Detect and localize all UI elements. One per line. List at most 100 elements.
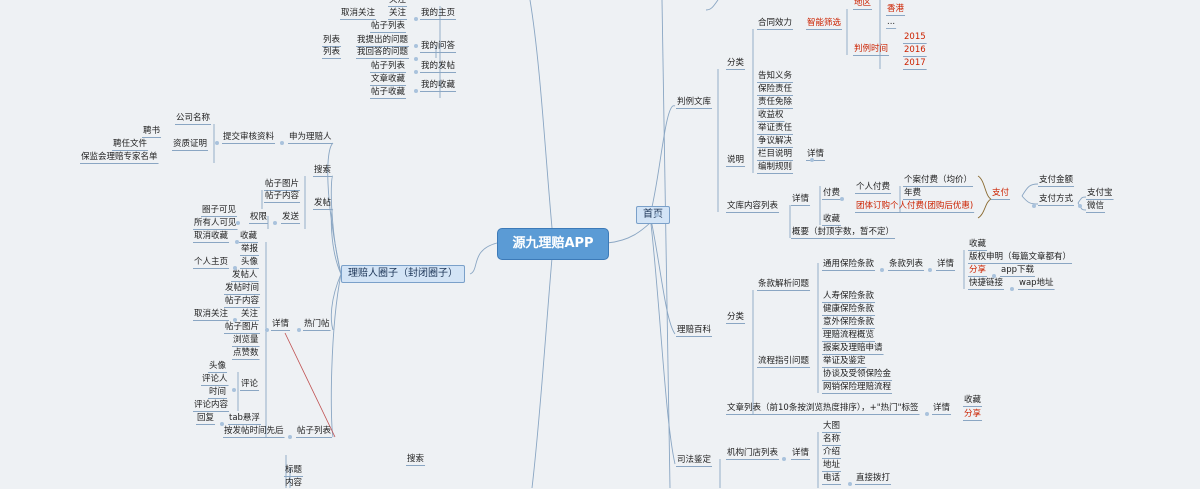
node-q-l2[interactable]: 我提出的问题 <box>357 35 409 45</box>
node-r28[interactable]: 支付金额 <box>1039 175 1074 185</box>
node-t7[interactable]: app下载 <box>1001 265 1034 275</box>
node-f-l3[interactable]: 我的收藏 <box>421 80 456 90</box>
node-t5[interactable]: 版权申明（每篇文章都有） <box>969 252 1072 262</box>
node-t22[interactable]: 文章列表（前10条按浏览热度排序），+"热门"标签 <box>727 403 919 413</box>
node-q-l3[interactable]: 列表 <box>323 47 341 57</box>
node-r32[interactable]: 文库内容列表 <box>727 201 779 211</box>
node-t17[interactable]: 举证及鉴定 <box>823 356 866 366</box>
node-r22[interactable]: 付费 <box>823 188 841 198</box>
node-t15[interactable]: 理赔流程概览 <box>823 330 875 340</box>
node-r16[interactable]: 争议解决 <box>758 136 793 146</box>
node-c3[interactable]: 时间 <box>209 387 227 397</box>
node-top-l4[interactable]: 我的主页 <box>421 8 456 18</box>
node-s6[interactable]: 权限 <box>250 212 268 222</box>
node-s3[interactable]: 帖子内容 <box>265 191 300 201</box>
node-c2[interactable]: 评论人 <box>202 374 228 384</box>
node-s1[interactable]: 搜索 <box>314 165 332 175</box>
node-h11[interactable]: 帖子图片 <box>225 322 260 332</box>
node-c4[interactable]: 评论内容 <box>194 400 229 410</box>
node-h15[interactable]: 点赞数 <box>233 348 259 358</box>
node-b3[interactable]: 内容 <box>285 478 303 488</box>
node-r6[interactable]: 判例时间 <box>854 44 889 54</box>
node-r12[interactable]: 保险责任 <box>758 84 793 94</box>
node-top-l5[interactable]: 帖子列表 <box>371 21 406 31</box>
node-t16[interactable]: 报案及理赔申请 <box>823 343 883 353</box>
node-r34[interactable]: 收藏 <box>823 214 841 224</box>
node-t11[interactable]: 人寿保险条款 <box>823 291 875 301</box>
node-h2[interactable]: 收藏 <box>240 231 258 241</box>
node-t9[interactable]: wap地址 <box>1019 278 1054 288</box>
node-t24[interactable]: 收藏 <box>964 395 982 405</box>
node-h7[interactable]: 发帖时间 <box>225 283 260 293</box>
node-t20[interactable]: 流程指引问题 <box>758 356 810 366</box>
node-q-l1[interactable]: 列表 <box>323 35 341 45</box>
node-t13[interactable]: 意外保险条款 <box>823 317 875 327</box>
node-t6[interactable]: 分享 <box>969 265 987 275</box>
node-j9[interactable]: 直接拨打 <box>856 473 891 483</box>
node-j4[interactable]: 大图 <box>823 421 841 431</box>
node-h12[interactable]: 详情 <box>272 319 290 329</box>
node-r5[interactable]: 智能筛选 <box>807 18 842 28</box>
node-j8[interactable]: 电话 <box>823 473 841 483</box>
node-r29[interactable]: 支付方式 <box>1039 194 1074 204</box>
node-h9[interactable]: 取消关注 <box>194 309 229 319</box>
node-t14[interactable]: 分类 <box>727 312 745 322</box>
node-t19[interactable]: 网销保险理赔流程 <box>823 382 892 392</box>
node-top-l2[interactable]: 取消关注 <box>341 8 376 18</box>
node-c1[interactable]: 头像 <box>209 361 227 371</box>
node-r10[interactable]: 分类 <box>727 58 745 68</box>
node-r15[interactable]: 举证责任 <box>758 123 793 133</box>
node-a1[interactable]: 公司名称 <box>176 113 211 123</box>
node-r23[interactable]: 个人付费 <box>856 182 891 192</box>
node-h3[interactable]: 举报 <box>241 244 259 254</box>
node-b2[interactable]: 标题 <box>285 465 303 475</box>
node-b1[interactable]: 搜索 <box>407 454 425 464</box>
node-t21[interactable]: 理赔百科 <box>677 325 712 335</box>
node-s4[interactable]: 圈子可见 <box>202 205 237 215</box>
node-s5[interactable]: 所有人可见 <box>194 218 237 228</box>
node-r33[interactable]: 详情 <box>792 194 810 204</box>
node-t4[interactable]: 详情 <box>937 259 955 269</box>
node-f-l2[interactable]: 帖子收藏 <box>371 87 406 97</box>
node-r30[interactable]: 支付宝 <box>1087 188 1113 198</box>
node-t8[interactable]: 快捷链接 <box>969 278 1004 288</box>
node-h8[interactable]: 帖子内容 <box>225 296 260 306</box>
node-h6[interactable]: 发帖人 <box>232 270 258 280</box>
node-a5[interactable]: 保监会理赔专家名单 <box>81 152 158 162</box>
node-r35[interactable]: 概要（封顶字数，暂不定） <box>792 227 895 237</box>
node-h14[interactable]: 浏览量 <box>233 335 259 345</box>
node-r24[interactable]: 个案付费（均价） <box>904 175 973 185</box>
node-r26[interactable]: 团体订购个人付费(团购后优惠) <box>856 201 974 211</box>
node-p-l1[interactable]: 帖子列表 <box>371 61 406 71</box>
node-a7[interactable]: 申为理赔人 <box>289 132 332 142</box>
node-r9[interactable]: 2017 <box>904 58 926 68</box>
node-j7[interactable]: 地址 <box>823 460 841 470</box>
node-t1[interactable]: 收藏 <box>969 239 987 249</box>
node-r4[interactable]: 合同效力 <box>758 18 793 28</box>
node-top-l3[interactable]: 关注 <box>389 8 407 18</box>
node-t12[interactable]: 健康保险条款 <box>823 304 875 314</box>
node-t10[interactable]: 条款解析问题 <box>758 279 810 289</box>
node-r17[interactable]: 判例文库 <box>677 97 712 107</box>
node-r27[interactable]: 支付 <box>992 188 1010 198</box>
node-r20[interactable]: 详情 <box>807 149 825 159</box>
node-r1[interactable]: 地区 <box>854 0 872 8</box>
node-j5[interactable]: 名称 <box>823 434 841 444</box>
node-j3[interactable]: 详情 <box>792 448 810 458</box>
node-j2[interactable]: 机构门店列表 <box>727 448 779 458</box>
node-top-l1[interactable]: 关注 <box>389 0 407 5</box>
node-r31[interactable]: 微信 <box>1087 201 1105 211</box>
node-a3[interactable]: 聘任文件 <box>113 139 148 149</box>
root-node[interactable]: 源九理赔APP <box>497 228 609 260</box>
node-t18[interactable]: 协谈及受领保险金 <box>823 369 892 379</box>
node-h4[interactable]: 个人主页 <box>194 257 229 267</box>
node-r14[interactable]: 收益权 <box>758 110 784 120</box>
node-r7[interactable]: 2015 <box>904 32 926 42</box>
node-c6[interactable]: 回复 <box>197 413 215 423</box>
node-r21[interactable]: 编制规则 <box>758 162 793 172</box>
node-a2[interactable]: 聘书 <box>143 126 161 136</box>
node-t23[interactable]: 详情 <box>933 403 951 413</box>
node-r13[interactable]: 责任免除 <box>758 97 793 107</box>
hub-home[interactable]: 首页 <box>636 206 670 224</box>
node-a4[interactable]: 资质证明 <box>173 139 208 149</box>
